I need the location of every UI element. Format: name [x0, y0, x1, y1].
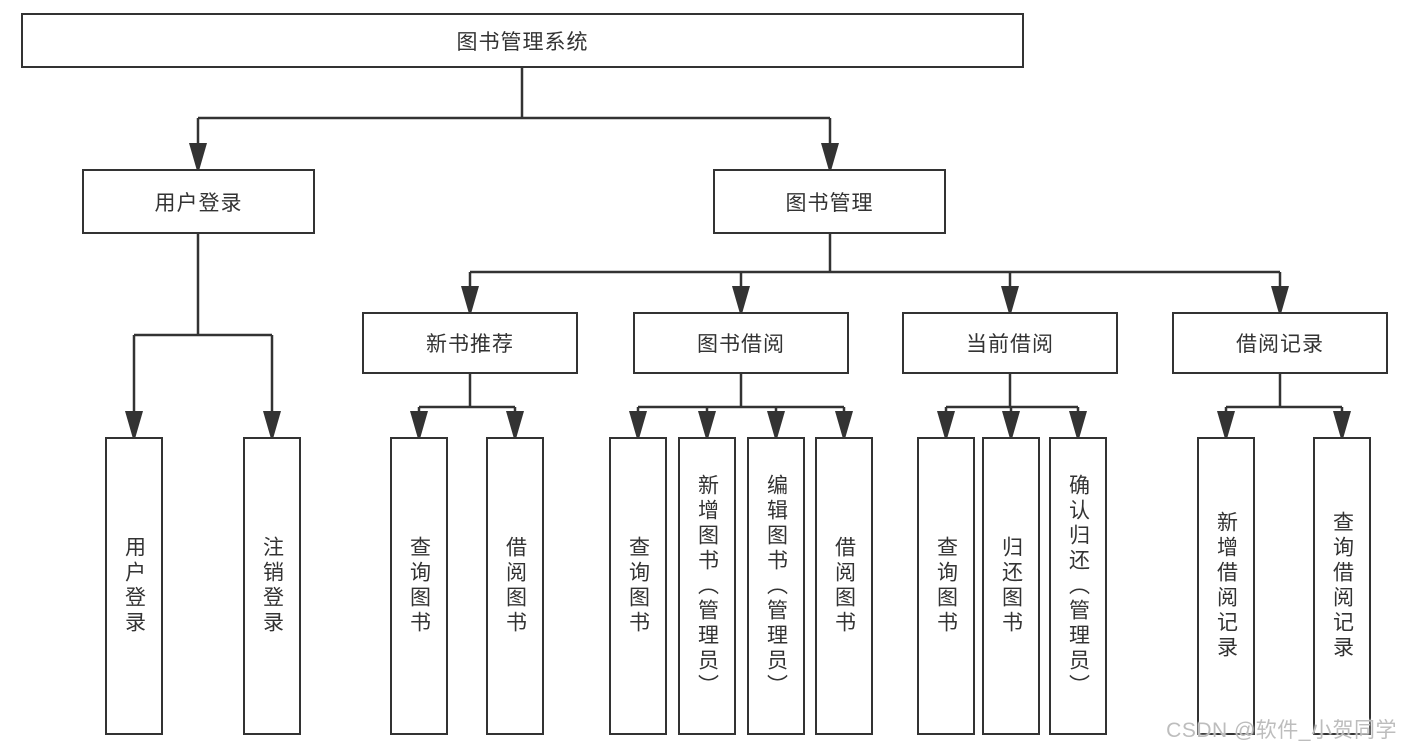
node-library-system: 图书管理系统	[21, 13, 1024, 68]
node-label: 新增图书（管理员）	[695, 473, 719, 699]
leaf-borrow-books-1: 借阅图书	[486, 437, 544, 735]
node-borrow-records: 借阅记录	[1172, 312, 1388, 374]
node-user-login: 用户登录	[82, 169, 315, 234]
leaf-query-books-2: 查询图书	[609, 437, 667, 735]
leaf-query-borrow-record: 查询借阅记录	[1313, 437, 1371, 735]
leaf-query-books-1: 查询图书	[390, 437, 448, 735]
node-label: 新增借阅记录	[1214, 511, 1238, 661]
node-label: 图书管理系统	[456, 30, 589, 54]
leaf-logout: 注销登录	[243, 437, 301, 735]
node-label: 图书管理	[785, 191, 874, 215]
node-label: 新书推荐	[426, 333, 514, 356]
node-new-book-recommend: 新书推荐	[362, 312, 578, 374]
leaf-add-books-admin: 新增图书（管理员）	[678, 437, 736, 735]
node-book-borrow: 图书借阅	[633, 312, 849, 374]
node-label: 确认归还（管理员）	[1066, 473, 1090, 699]
node-label: 查询借阅记录	[1330, 511, 1354, 661]
csdn-watermark: CSDN @软件_小贺同学	[1166, 719, 1397, 742]
leaf-add-borrow-record: 新增借阅记录	[1197, 437, 1255, 735]
leaf-confirm-return-admin: 确认归还（管理员）	[1049, 437, 1107, 735]
leaf-edit-books-admin: 编辑图书（管理员）	[747, 437, 805, 735]
node-label: 借阅图书	[832, 536, 856, 636]
node-label: 用户登录	[154, 191, 243, 215]
node-label: 查询图书	[407, 536, 431, 636]
node-label: 借阅记录	[1236, 333, 1324, 356]
node-label: 借阅图书	[503, 536, 527, 636]
node-book-management: 图书管理	[713, 169, 946, 234]
node-label: 注销登录	[260, 536, 284, 636]
node-label: 图书借阅	[697, 333, 785, 356]
leaf-query-books-3: 查询图书	[917, 437, 975, 735]
node-label: 编辑图书（管理员）	[764, 473, 788, 699]
node-label: 查询图书	[626, 536, 650, 636]
node-label: 当前借阅	[966, 333, 1054, 356]
node-label: 归还图书	[999, 536, 1023, 636]
node-label: 查询图书	[934, 536, 958, 636]
leaf-user-login: 用户登录	[105, 437, 163, 735]
leaf-return-books: 归还图书	[982, 437, 1040, 735]
leaf-borrow-books-2: 借阅图书	[815, 437, 873, 735]
node-label: 用户登录	[122, 536, 146, 636]
node-current-borrow: 当前借阅	[902, 312, 1118, 374]
